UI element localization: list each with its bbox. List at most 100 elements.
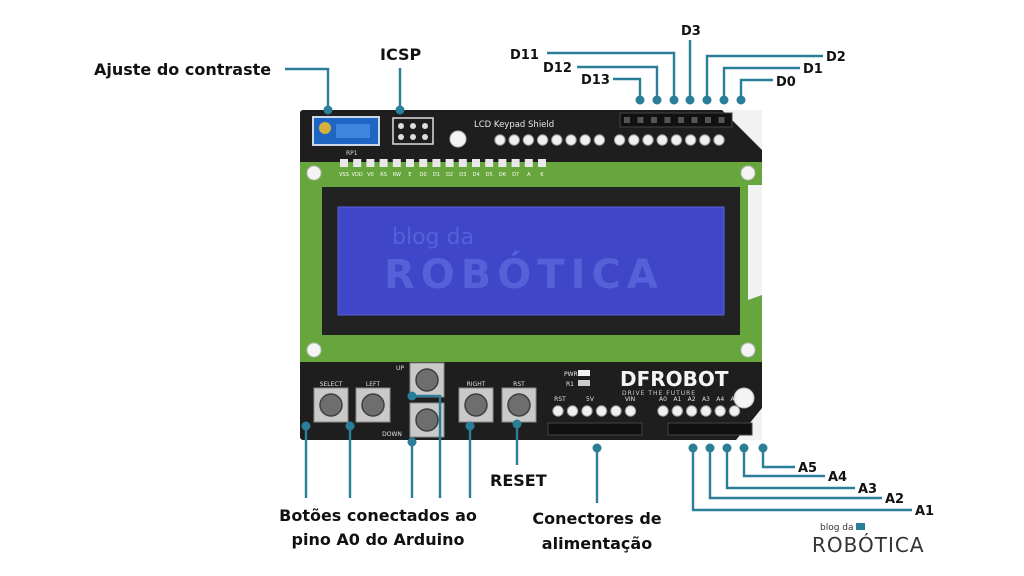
board-title: LCD Keypad Shield: [474, 120, 554, 130]
lcd-pin-label: D6: [499, 172, 506, 178]
button-up[interactable]: UP: [396, 362, 445, 398]
label-buttons-line1: Botões conectados ao: [279, 506, 477, 525]
label-a5: A5: [798, 461, 817, 476]
label-d3: D3: [681, 24, 701, 39]
logo-robot-icon: [856, 523, 865, 530]
analog-pin-label: A1: [673, 396, 681, 403]
lcd-pin-label: VDD: [352, 172, 363, 178]
label-icsp: ICSP: [380, 45, 422, 64]
lcd-pin-pad: [419, 159, 428, 167]
lcd-module: blog da ROBÓTICA: [322, 187, 740, 335]
lcd-pin-pad: [366, 159, 375, 167]
logo-main: ROBÓTICA: [812, 533, 925, 557]
label-d12: D12: [543, 61, 572, 76]
analog-header-pin: [714, 405, 726, 417]
top-header-pin: [684, 134, 697, 146]
power-header-pin: [552, 405, 564, 417]
lcd-pin-pad: [432, 159, 441, 167]
digital-header-pin: [651, 117, 657, 123]
pwr-label: PWR: [564, 371, 578, 378]
button-down[interactable]: DOWN: [382, 402, 445, 438]
power-pin-label: VIN: [625, 396, 635, 403]
lcd-pin-label: RS: [380, 172, 387, 178]
lcd-pin-pad: [458, 159, 467, 167]
digital-header-body: [619, 112, 733, 128]
label-d2: D2: [826, 50, 846, 65]
button-right[interactable]: RIGHT: [458, 381, 494, 423]
lcd-pin-label: RW: [393, 172, 401, 178]
analog-pin-label: A5: [731, 396, 739, 403]
lcd-pin-pad: [538, 159, 546, 167]
power-pin-label: RST: [554, 396, 566, 403]
lcd-pin-pad: [511, 159, 520, 167]
digital-black-header: [619, 112, 733, 128]
lcd-pin-label: D0: [420, 172, 427, 178]
lcd-pin-label: A: [527, 172, 531, 178]
lcd-pin-pad: [379, 159, 388, 167]
label-a3: A3: [858, 482, 877, 497]
digital-header-pin: [624, 117, 630, 123]
top-white-header: [494, 134, 725, 146]
top-header-pin: [656, 134, 668, 146]
label-contrast: Ajuste do contraste: [94, 60, 271, 79]
digital-header-pin: [664, 117, 671, 123]
blog-logo: blog da ROBÓTICA: [812, 523, 925, 557]
lcd-pin-pad: [406, 159, 414, 167]
digital-header-pin: [678, 117, 684, 123]
power-header-pin: [610, 405, 622, 417]
lcd-pin-label: E: [408, 172, 411, 178]
button-select[interactable]: SELECT: [313, 381, 349, 423]
lcd-pin-label: V0: [367, 172, 374, 178]
lcd-pin-label: D7: [512, 172, 519, 178]
power-header-pin: [581, 405, 593, 417]
button-label: RST: [513, 381, 525, 388]
lcd-pin-pad: [472, 159, 480, 167]
lcd-pin-label: K: [540, 172, 544, 178]
button-left[interactable]: LEFT: [355, 381, 391, 423]
r1-resistor: [578, 380, 590, 386]
contrast-potentiometer: [312, 116, 380, 146]
label-d13: D13: [581, 73, 610, 88]
brand-logo: DFROBOT: [620, 367, 729, 391]
button-label: SELECT: [320, 381, 343, 388]
digital-header-pin: [691, 117, 698, 123]
analog-header-pin: [700, 405, 712, 417]
label-reset: RESET: [490, 471, 547, 490]
top-header-pin: [508, 134, 520, 146]
logo-top: blog da: [820, 523, 854, 533]
label-power-line2: alimentação: [542, 534, 652, 553]
analog-header-pin: [685, 405, 698, 417]
analog-pin-label: A3: [702, 396, 710, 403]
power-header-pin: [624, 405, 637, 417]
lcd-pin-label: D1: [433, 172, 440, 178]
r1-label: R1: [566, 381, 574, 388]
lcd-watermark-top: blog da: [392, 225, 474, 250]
button-label: LEFT: [366, 381, 380, 388]
brand-tagline: DRIVE THE FUTURE: [622, 390, 696, 397]
lcd-pin-label: VSS: [339, 172, 349, 178]
label-a4: A4: [828, 470, 847, 485]
top-header-pin: [494, 134, 506, 146]
lcd-pin-label: D5: [486, 172, 493, 178]
top-header-pin: [579, 134, 591, 146]
button-rst[interactable]: RST: [501, 381, 537, 423]
label-d11: D11: [510, 48, 539, 63]
rp1-label: RP1: [346, 150, 358, 157]
pwr-led: [578, 370, 590, 376]
analog-header-pin: [657, 405, 669, 417]
power-header-pin: [566, 405, 579, 417]
power-header-pin: [595, 405, 608, 417]
label-a1: A1: [915, 504, 934, 519]
lcd-pin-label: D4: [472, 172, 479, 178]
lcd-pin-pad: [498, 159, 507, 167]
power-black-header: [547, 422, 643, 436]
lcd-pin-label: D3: [459, 172, 466, 178]
top-header-pin: [699, 134, 711, 146]
keypad-buttons: SELECT LEFT UP DOWN RIGHT RST: [313, 362, 537, 438]
top-header-pin: [642, 134, 654, 146]
label-power-line1: Conectores de: [532, 509, 661, 528]
label-d1: D1: [803, 62, 823, 77]
